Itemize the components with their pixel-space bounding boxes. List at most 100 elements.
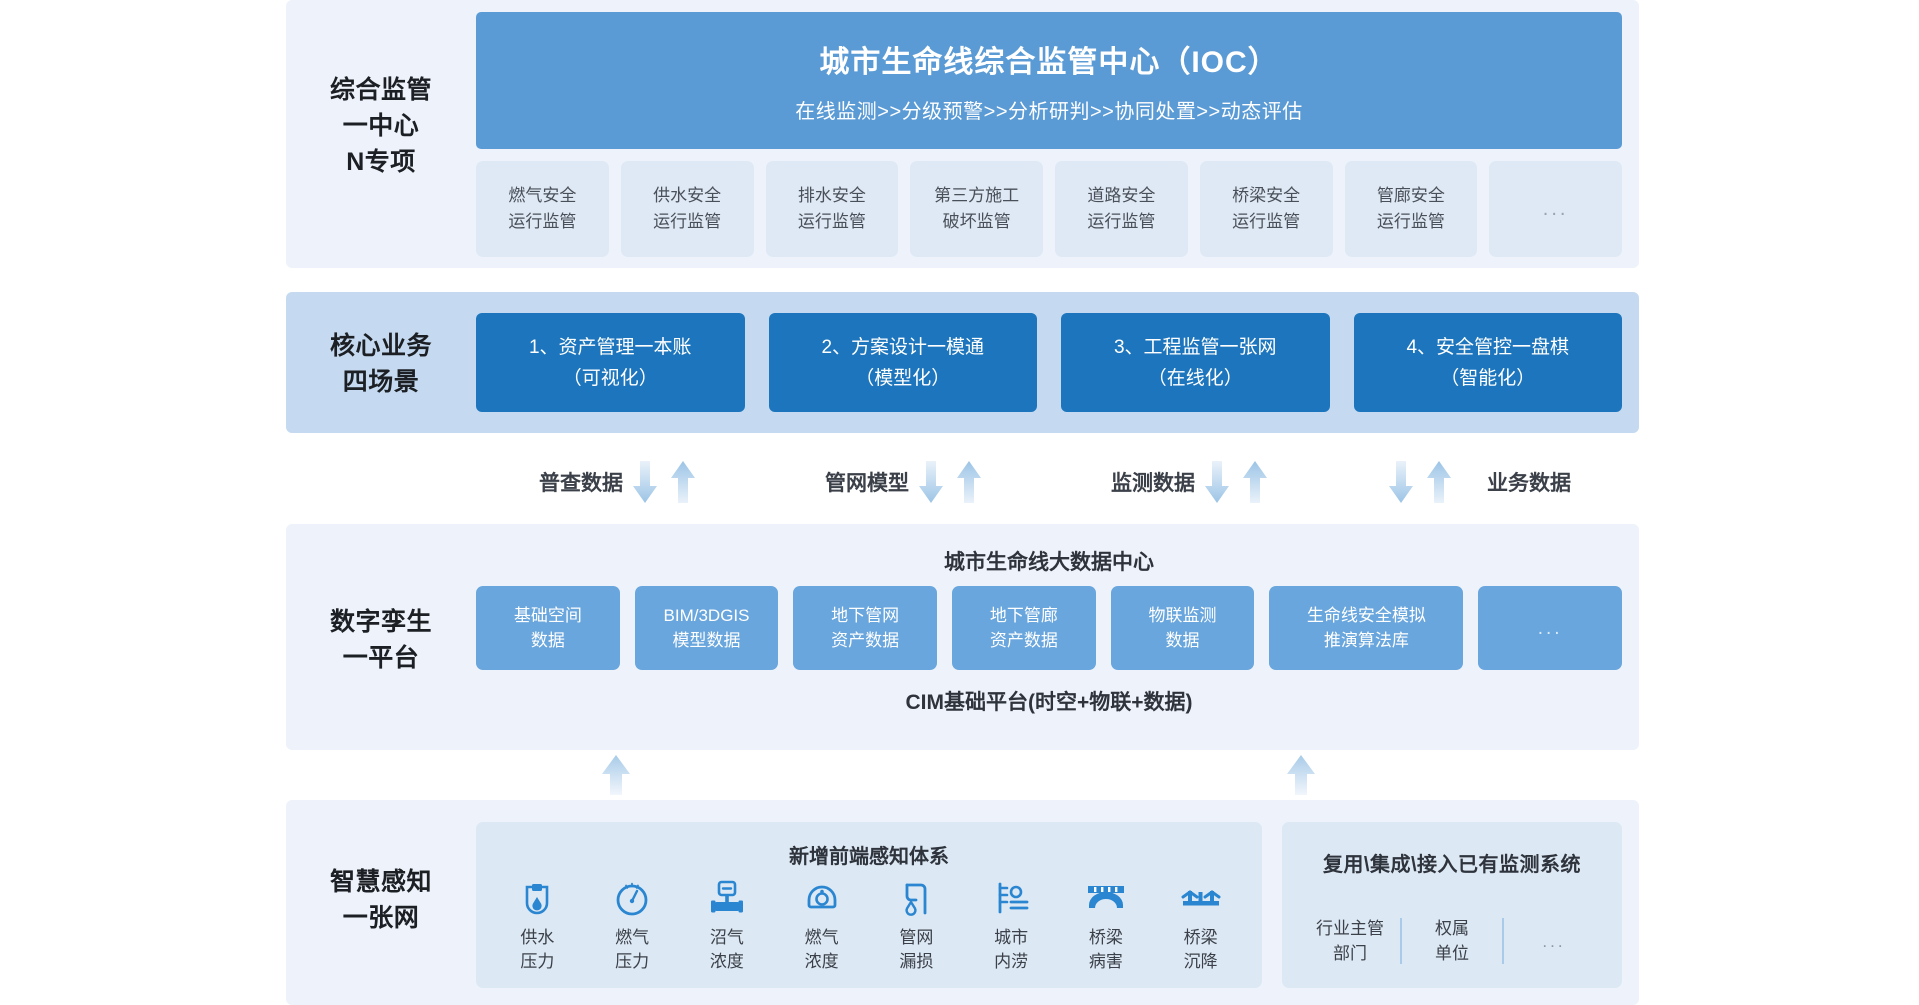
card-line-1: 道路安全 (1087, 186, 1156, 205)
sensor-label: 供水 压力 (520, 926, 554, 974)
sensor-biogas-concentration[interactable]: 沼气 浓度 (680, 878, 775, 978)
arrow-down-icon (1201, 459, 1233, 505)
specialty-card[interactable]: 供水安全 运行监管 (620, 161, 754, 257)
legacy-item-industry-authority[interactable]: 行业主管 部门 (1300, 916, 1400, 966)
specialty-card[interactable]: 管廊安全 运行监管 (1344, 161, 1478, 257)
sensor-gas-concentration[interactable]: 燃气 浓度 (774, 878, 869, 978)
sensor-line-2: 压力 (615, 952, 650, 971)
label-line-1: 智慧感知 (329, 868, 432, 896)
data-card-line-2: 资产数据 (989, 631, 1058, 650)
card-line-1: 燃气安全 (508, 186, 577, 205)
sensor-line-2: 压力 (520, 952, 555, 971)
cim-platform-title: CIM基础平台(时空+物联+数据) (905, 691, 1193, 714)
section-smart-perception: 智慧感知 一张网 新增前端感知体系 供水 压力 (286, 800, 1639, 1005)
flow-label: 普查数据 (539, 472, 623, 495)
data-card-lifeline-simulation[interactable]: 生命线安全模拟 推演算法库 (1269, 586, 1464, 670)
sensor-line-1: 桥梁 (1088, 928, 1123, 947)
sensor-line-2: 病害 (1088, 952, 1123, 971)
card-line-2: 运行监管 (1376, 212, 1445, 231)
flow-label: 监测数据 (1111, 472, 1195, 495)
sensor-bridge-settlement[interactable]: 桥梁 沉降 (1153, 878, 1248, 978)
scene-card-row: 1、资产管理一本账 （可视化） 2、方案设计一模通 （模型化） 3、工程监管一张… (476, 313, 1622, 412)
specialty-card[interactable]: 排水安全 运行监管 (765, 161, 899, 257)
specialty-card[interactable]: 第三方施工 破坏监管 (910, 161, 1043, 257)
scene-line-1: 2、方案设计一模通 (821, 336, 985, 358)
arrow-down-icon (915, 459, 947, 505)
biogas-meter-icon (707, 878, 747, 920)
new-sensing-title: 新增前端感知体系 (789, 846, 949, 868)
sensor-line-2: 沉降 (1183, 952, 1218, 971)
data-card-line-2: 资产数据 (831, 631, 900, 650)
arrow-up-icon (1239, 459, 1271, 505)
sensor-urban-flood[interactable]: 城市 内涝 (964, 878, 1059, 978)
legacy-systems-title: 复用\集成\接入已有监测系统 (1322, 854, 1582, 876)
card-line-1: 供水安全 (653, 186, 722, 205)
label-line-1: 核心业务 (329, 332, 432, 360)
data-card-underground-corridor[interactable]: 地下管廊 资产数据 (952, 586, 1096, 670)
legacy-item-owner-unit[interactable]: 权属 单位 (1402, 916, 1502, 966)
specialty-card[interactable]: 桥梁安全 运行监管 (1199, 161, 1333, 257)
legacy-item-more[interactable]: ... (1504, 929, 1604, 954)
label-line-1: 综合监管 (329, 76, 432, 104)
sensor-line-1: 城市 (994, 928, 1029, 947)
sensor-label: 燃气 浓度 (805, 926, 839, 974)
data-card-basic-spatial[interactable]: 基础空间 数据 (476, 586, 620, 670)
label-line-2: 四场景 (342, 368, 420, 396)
sensor-gas-pressure[interactable]: 燃气 压力 (585, 878, 680, 978)
card-line-2: 运行监管 (653, 212, 722, 231)
card-line-1: ... (1542, 198, 1569, 220)
sensor-pipe-leak[interactable]: 管网 漏损 (869, 878, 964, 978)
sensor-line-2: 内涝 (994, 952, 1029, 971)
scene-card-asset-management[interactable]: 1、资产管理一本账 （可视化） (476, 313, 745, 412)
data-card-more[interactable]: ... (1478, 586, 1622, 670)
arrow-up-icon (599, 753, 633, 797)
data-card-line-1: 物联监测 (1148, 606, 1217, 625)
data-card-bim-3dgis[interactable]: BIM/3DGIS 模型数据 (634, 586, 779, 670)
data-card-row: 基础空间 数据 BIM/3DGIS 模型数据 地下管网 资产数据 地下管廊 资产… (476, 586, 1622, 670)
card-line-2: 破坏监管 (942, 212, 1011, 231)
data-card-iot-monitoring[interactable]: 物联监测 数据 (1110, 586, 1255, 670)
section-label-smart-perception: 智慧感知 一张网 (286, 864, 476, 936)
card-line-2: 运行监管 (508, 212, 577, 231)
arrow-down-icon (1385, 459, 1417, 505)
label-line-2: 一平台 (342, 644, 420, 672)
card-line-1: 管廊安全 (1376, 186, 1445, 205)
specialty-card[interactable]: 燃气安全 运行监管 (476, 161, 609, 257)
scene-line-1: 4、安全管控一盘棋 (1406, 336, 1570, 358)
legacy-line-1: 权属 (1435, 919, 1469, 938)
legacy-systems-panel: 复用\集成\接入已有监测系统 行业主管 部门 权属 单位 ... (1282, 822, 1622, 988)
scene-card-safety-control[interactable]: 4、安全管控一盘棋 （智能化） (1353, 313, 1622, 412)
card-line-1: 桥梁安全 (1232, 186, 1301, 205)
data-card-line-2: 数据 (530, 631, 565, 650)
scene-line-2: （智能化） (1440, 367, 1536, 389)
sensor-line-2: 浓度 (804, 952, 839, 971)
upward-flow-arrows (286, 750, 1639, 802)
sensor-line-1: 燃气 (804, 928, 839, 947)
sensor-label: 沼气 浓度 (710, 926, 744, 974)
ioc-banner[interactable]: 城市生命线综合监管中心（IOC） 在线监测>>分级预警>>分析研判>>协同处置>… (476, 12, 1622, 149)
scene-line-2: （可视化） (562, 367, 658, 389)
gas-concentration-icon (803, 878, 841, 920)
arrow-up-icon (667, 459, 699, 505)
data-card-underground-pipe-network[interactable]: 地下管网 资产数据 (793, 586, 938, 670)
sensor-label: 管网 漏损 (899, 926, 933, 974)
arrow-up-icon (953, 459, 985, 505)
data-card-line-1: BIM/3DGIS (663, 606, 750, 625)
scene-card-engineering-supervision[interactable]: 3、工程监管一张网 （在线化） (1061, 313, 1330, 412)
sensor-bridge-damage[interactable]: 桥梁 病害 (1059, 878, 1154, 978)
legacy-line-2: 部门 (1333, 944, 1367, 963)
sensor-water-pressure[interactable]: 供水 压力 (490, 878, 585, 978)
sensor-label: 桥梁 沉降 (1184, 926, 1218, 974)
sensor-line-1: 供水 (520, 928, 555, 947)
specialty-card[interactable]: 道路安全 运行监管 (1055, 161, 1188, 257)
scene-card-scheme-design[interactable]: 2、方案设计一模通 （模型化） (768, 313, 1037, 412)
specialty-card-more[interactable]: ... (1489, 161, 1622, 257)
sensor-label: 桥梁 病害 (1089, 926, 1123, 974)
flow-group-4: 业务数据 (1334, 440, 1622, 524)
legacy-divider (1400, 918, 1402, 964)
sensor-line-2: 浓度 (709, 952, 744, 971)
sensor-line-1: 燃气 (615, 928, 650, 947)
label-line-2: 一张网 (342, 904, 420, 932)
flow-label: 管网模型 (825, 472, 909, 495)
